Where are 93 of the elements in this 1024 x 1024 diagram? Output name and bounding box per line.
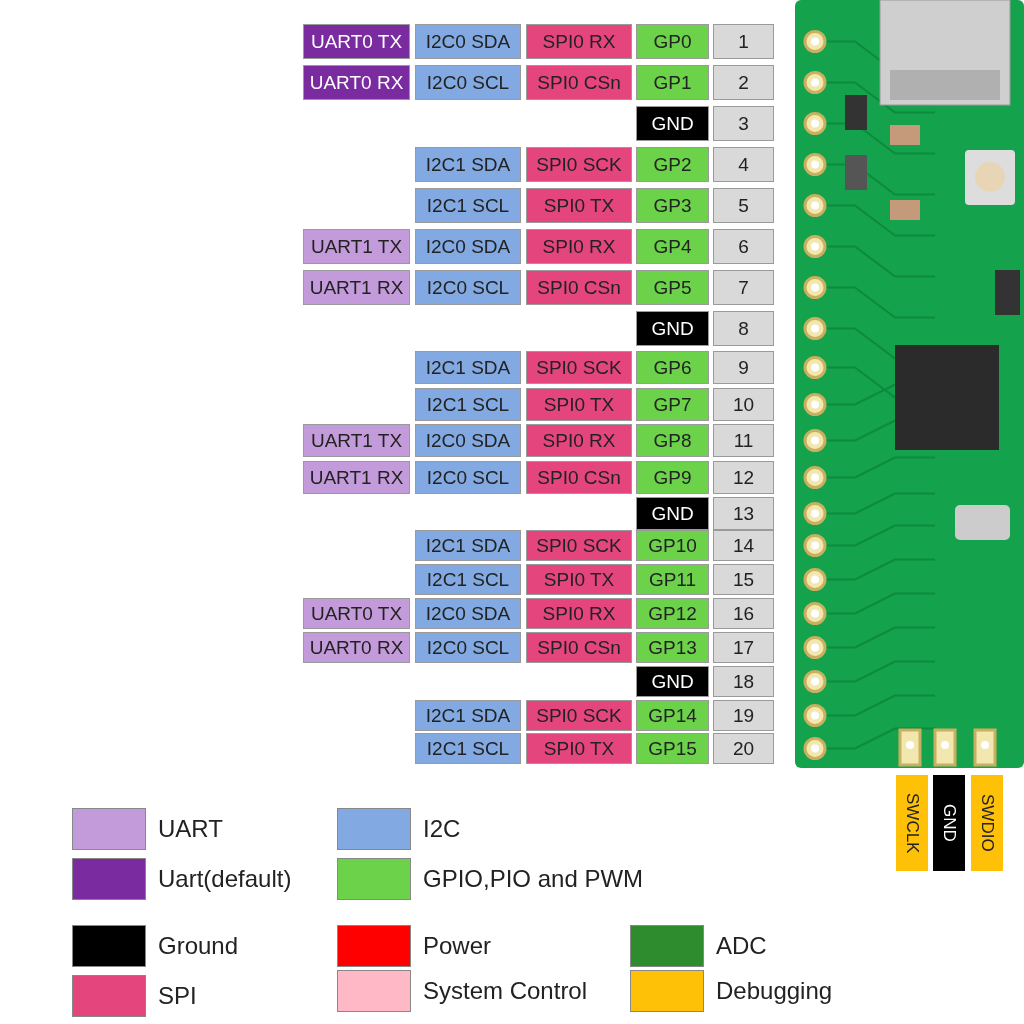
- legend-label: GPIO,PIO and PWM: [423, 864, 644, 894]
- pin-function-label: I2C1 SDA: [415, 351, 521, 384]
- pin-function-label: UART1 TX: [303, 424, 410, 457]
- pin-function-label: I2C1 SDA: [415, 147, 521, 182]
- pin-function-label: SPI0 RX: [526, 229, 632, 264]
- pin-function-label: GND: [636, 497, 709, 530]
- pin-function-label: I2C0 SDA: [415, 424, 521, 457]
- pin-function-label: GP9: [636, 461, 709, 494]
- pin-function-label: SPI0 CSn: [526, 65, 632, 100]
- pin-function-label: SPI0 TX: [526, 188, 632, 223]
- pin-function-label: SPI0 RX: [526, 24, 632, 59]
- pin-function-label: SPI0 SCK: [526, 530, 632, 561]
- debug-pin-label: GND: [933, 775, 965, 871]
- pin-function-label: UART1 RX: [303, 270, 410, 305]
- pin-function-label: I2C1 SCL: [415, 188, 521, 223]
- pin-number: 7: [713, 270, 774, 305]
- pin-number: 16: [713, 598, 774, 629]
- pin-number: 8: [713, 311, 774, 346]
- pin-function-label: GND: [636, 666, 709, 697]
- pin-number: 15: [713, 564, 774, 595]
- pin-function-label: GP11: [636, 564, 709, 595]
- pin-function-label: GP12: [636, 598, 709, 629]
- pin-number: 1: [713, 24, 774, 59]
- pin-number: 14: [713, 530, 774, 561]
- pin-function-label: GP13: [636, 632, 709, 663]
- pin-function-label: I2C0 SDA: [415, 598, 521, 629]
- pin-function-label: GND: [636, 311, 709, 346]
- pin-function-label: GP8: [636, 424, 709, 457]
- pin-number: 17: [713, 632, 774, 663]
- pin-function-label: SPI0 RX: [526, 598, 632, 629]
- pin-function-label: SPI0 CSn: [526, 461, 632, 494]
- pin-function-label: UART0 RX: [303, 632, 410, 663]
- pin-function-label: UART0 TX: [303, 24, 410, 59]
- pin-function-label: GP4: [636, 229, 709, 264]
- pin-function-label: GP14: [636, 700, 709, 731]
- legend-label: Ground: [158, 931, 239, 961]
- pin-function-label: GP6: [636, 351, 709, 384]
- pin-function-label: GP15: [636, 733, 709, 764]
- pin-function-label: UART0 RX: [303, 65, 410, 100]
- legend-label: UART: [158, 814, 223, 844]
- pin-number: 3: [713, 106, 774, 141]
- pin-function-label: GP1: [636, 65, 709, 100]
- debug-pin-label: SWDIO: [971, 775, 1003, 871]
- pin-function-label: GP2: [636, 147, 709, 182]
- pin-function-label: I2C0 SCL: [415, 632, 521, 663]
- pin-function-label: I2C1 SCL: [415, 564, 521, 595]
- pin-function-label: SPI0 SCK: [526, 351, 632, 384]
- legend-label: System Control: [423, 976, 588, 1006]
- pin-function-label: GND: [636, 106, 709, 141]
- legend-label: I2C: [423, 814, 461, 844]
- pin-function-label: SPI0 SCK: [526, 700, 632, 731]
- pin-function-label: GP3: [636, 188, 709, 223]
- pin-function-label: I2C1 SCL: [415, 388, 521, 421]
- pin-number: 2: [713, 65, 774, 100]
- pin-function-label: GP7: [636, 388, 709, 421]
- legend-label: Power: [423, 931, 492, 961]
- pin-number: 6: [713, 229, 774, 264]
- pin-number: 11: [713, 424, 774, 457]
- pin-number: 13: [713, 497, 774, 530]
- pin-function-label: UART1 RX: [303, 461, 410, 494]
- pin-function-label: UART0 TX: [303, 598, 410, 629]
- pin-number: 9: [713, 351, 774, 384]
- pin-number: 20: [713, 733, 774, 764]
- pin-function-label: I2C0 SCL: [415, 270, 521, 305]
- pin-function-label: I2C0 SDA: [415, 229, 521, 264]
- pin-function-label: I2C1 SCL: [415, 733, 521, 764]
- pin-function-label: SPI0 TX: [526, 388, 632, 421]
- pin-function-label: I2C0 SCL: [415, 461, 521, 494]
- pin-function-label: GP10: [636, 530, 709, 561]
- legend-label: ADC: [716, 931, 767, 961]
- pin-function-label: SPI0 CSn: [526, 632, 632, 663]
- legend-label: Debugging: [716, 976, 833, 1006]
- pin-function-label: SPI0 SCK: [526, 147, 632, 182]
- pin-number: 5: [713, 188, 774, 223]
- pin-function-label: I2C0 SDA: [415, 24, 521, 59]
- pin-function-label: GP0: [636, 24, 709, 59]
- pin-function-label: UART1 TX: [303, 229, 410, 264]
- pin-function-label: I2C1 SDA: [415, 530, 521, 561]
- pin-number: 19: [713, 700, 774, 731]
- pin-function-label: SPI0 TX: [526, 733, 632, 764]
- pin-number: 4: [713, 147, 774, 182]
- pin-number: 18: [713, 666, 774, 697]
- pin-function-label: I2C1 SDA: [415, 700, 521, 731]
- legend-label: SPI: [158, 981, 197, 1011]
- pin-number: 12: [713, 461, 774, 494]
- pin-function-label: SPI0 RX: [526, 424, 632, 457]
- pin-function-label: SPI0 CSn: [526, 270, 632, 305]
- pin-number: 10: [713, 388, 774, 421]
- pin-function-label: I2C0 SCL: [415, 65, 521, 100]
- debug-pin-label: SWCLK: [896, 775, 928, 871]
- pin-function-label: GP5: [636, 270, 709, 305]
- pin-function-label: SPI0 TX: [526, 564, 632, 595]
- legend-label: Uart(default): [158, 864, 292, 894]
